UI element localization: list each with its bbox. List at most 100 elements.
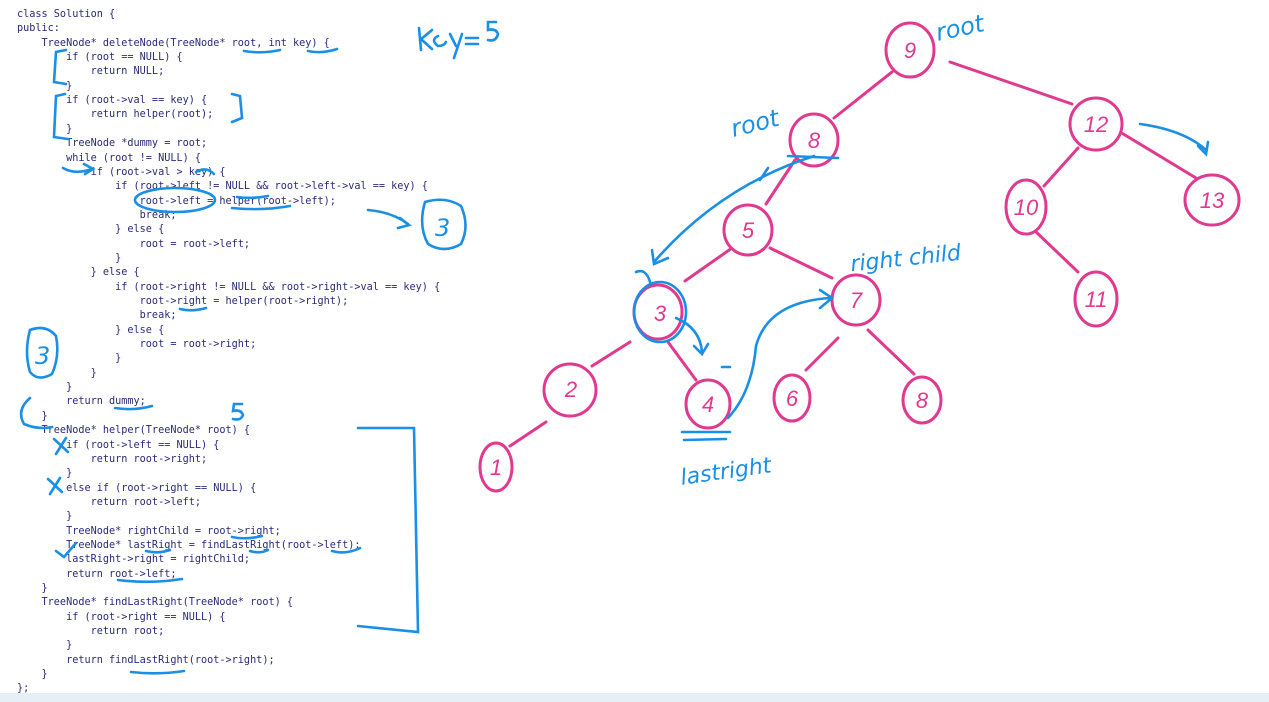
code-line: } — [17, 252, 122, 264]
tree-node — [772, 373, 812, 423]
code-line: if (root->val == key) { — [17, 95, 208, 107]
tick-near-3 — [634, 269, 652, 284]
node-value: 8 — [916, 388, 929, 413]
edge-12-10 — [1042, 146, 1080, 188]
code-line: } — [17, 80, 73, 92]
bottom-strip — [0, 693, 1269, 702]
code-line: } — [17, 468, 73, 480]
code-line: return root->left; — [17, 568, 177, 580]
tree-edges — [508, 60, 1198, 448]
tree-node — [684, 378, 732, 430]
arrow-3-to-4 — [674, 316, 704, 354]
code-line: } — [17, 353, 122, 365]
edge-3-2 — [590, 340, 632, 368]
label-root-mid: root — [728, 103, 784, 142]
tree-node — [1183, 173, 1241, 227]
arrow-12-to-13 — [1138, 122, 1208, 152]
code-line: } — [17, 382, 73, 394]
code-line: public: — [17, 23, 60, 35]
code-line: return root->left; — [17, 496, 202, 508]
code-line: return NULL; — [17, 66, 165, 78]
lastright-underline-2 — [682, 437, 728, 442]
tree-node — [1068, 96, 1124, 152]
code-line: if (root->left == NULL) { — [17, 439, 220, 451]
tree-node — [788, 112, 840, 168]
code-line: root = root->left; — [17, 238, 251, 250]
code-line: root->left = helper(root->left); — [17, 195, 336, 207]
code-line: } — [17, 583, 48, 594]
tree-nodes — [478, 21, 1241, 493]
tree-node — [1073, 270, 1119, 328]
edge-2-1 — [508, 420, 548, 448]
tree-node — [830, 273, 882, 327]
node-value: 2 — [564, 377, 577, 402]
code-line: while (root != NULL) { — [17, 152, 202, 164]
code-line: TreeNode* rightChild = root->right; — [17, 525, 281, 537]
code-line: } else { — [17, 267, 140, 279]
code-line: } — [17, 410, 48, 422]
tree-node — [884, 21, 936, 79]
tree-node — [478, 441, 514, 493]
underline-node-8 — [786, 154, 840, 160]
code-line: class Solution { — [17, 9, 116, 20]
arrow-4-to-7 — [726, 296, 832, 420]
code-line: } — [17, 669, 48, 681]
code-line: } else { — [17, 324, 165, 336]
node-value: 9 — [904, 38, 916, 63]
node-value: 4 — [702, 392, 714, 417]
node-value: 8 — [808, 128, 821, 153]
code-line: return root; — [17, 626, 165, 638]
edge-3-4 — [666, 340, 698, 382]
code-line: if (root->val > key) { — [17, 166, 226, 178]
code-line: else if (root->right == NULL) { — [17, 482, 257, 494]
code-line: TreeNode *dummy = root; — [17, 138, 208, 150]
node-value: 7 — [850, 288, 863, 313]
code-line: root->right = helper(root->right); — [17, 296, 349, 307]
code-line: return root->right; — [17, 453, 208, 465]
edge-5-3 — [683, 246, 734, 283]
code-line: return findLastRight(root->right); — [17, 654, 275, 666]
arrow-8-to-3-tick — [758, 166, 770, 182]
tree-labels: 9 8 5 3 2 1 4 7 6 8 12 10 11 13 — [490, 38, 1225, 480]
arrow-8-to-3-head — [650, 248, 670, 266]
tree-node — [632, 283, 684, 341]
code-line: if (root == NULL) { — [17, 52, 183, 64]
code-panel: class Solution { public: TreeNode* delete… — [0, 0, 470, 702]
edge-8-5 — [764, 158, 797, 206]
arrow-4-to-7-head — [818, 288, 835, 310]
node-value: 13 — [1200, 188, 1225, 213]
code-line: } — [17, 640, 73, 652]
tree-node — [722, 203, 774, 257]
code-line: break; — [17, 310, 177, 322]
edge-5-7 — [768, 246, 834, 280]
node-value: 12 — [1084, 112, 1108, 137]
node-value: 3 — [654, 301, 667, 326]
edge-10-11 — [1032, 228, 1080, 274]
edge-7-8 — [866, 328, 916, 376]
code-line: TreeNode* lastRight = findLastRight(root… — [17, 539, 361, 551]
edge-9-8 — [832, 70, 894, 120]
edge-9-12 — [948, 60, 1074, 106]
tree-node — [901, 375, 943, 425]
tree-node — [1004, 178, 1048, 236]
label-last-right: lastright — [679, 453, 774, 491]
edge-12-13 — [1118, 130, 1198, 180]
node-value: 10 — [1014, 195, 1039, 220]
code-line: } — [17, 123, 73, 135]
edge-7-6 — [804, 336, 840, 372]
label-right-child: right child — [849, 241, 963, 278]
node-value: 11 — [1085, 287, 1108, 312]
code-line: TreeNode* helper(TreeNode* root) { — [17, 425, 251, 437]
code-line: } else { — [17, 224, 165, 236]
node-value: 5 — [742, 218, 755, 243]
code-line: if (root->right == NULL) { — [17, 611, 226, 623]
code-line: } — [17, 511, 73, 523]
code-line: TreeNode* deleteNode(TreeNode* root, int… — [17, 37, 330, 49]
code-line: }; — [17, 683, 30, 695]
arrow-3-to-4-head — [692, 342, 710, 357]
code-line: if (root->right != NULL && root->right->… — [17, 281, 441, 293]
code-line: return helper(root); — [17, 109, 214, 121]
arrow-12-to-13-head — [1196, 140, 1210, 157]
code-line: } — [17, 367, 97, 379]
circle-node-3 — [632, 280, 688, 344]
